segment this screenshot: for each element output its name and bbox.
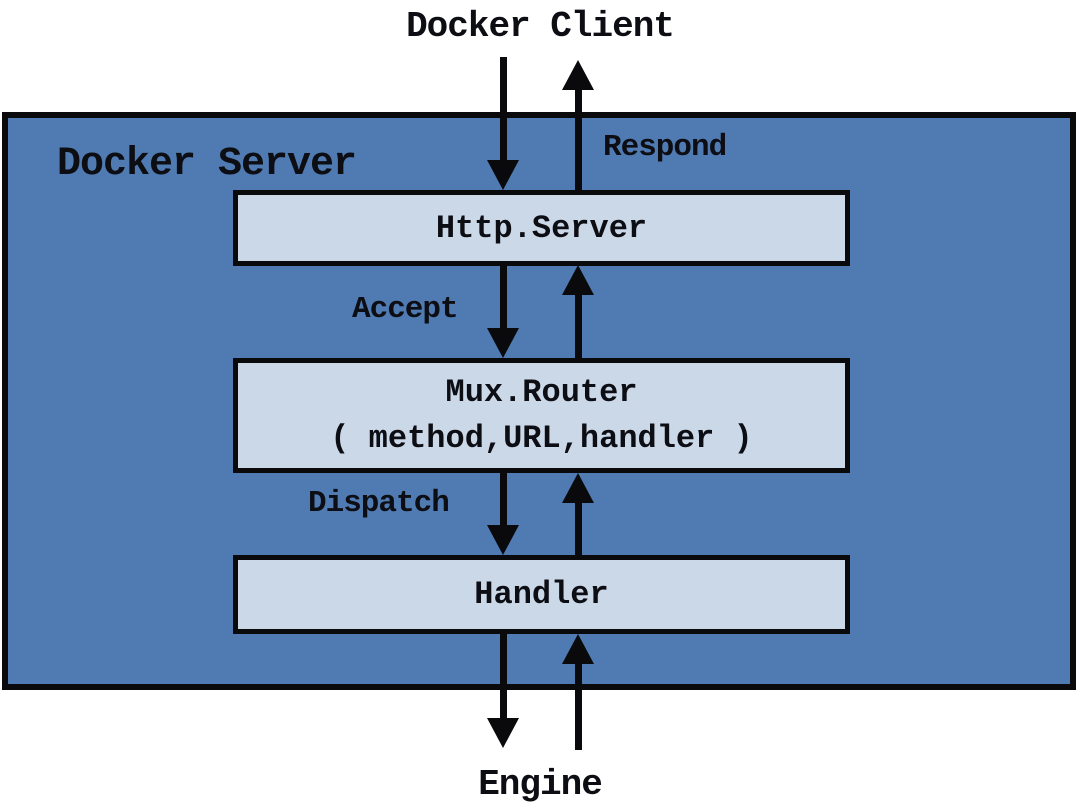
arrow-shaft [499,57,507,160]
arrow-muxrouter-to-httpserver-icon [562,265,594,358]
arrowhead-down-icon [487,525,519,555]
arrow-handler-to-muxrouter-icon [562,473,594,555]
arrowhead-down-icon [487,160,519,190]
arrow-httpserver-to-client-icon [562,60,594,190]
arrow-httpserver-to-muxrouter-icon [487,265,519,358]
arrow-shaft [499,633,507,718]
arrowhead-up-icon [562,473,594,503]
arrowhead-down-icon [487,328,519,358]
edge-label-accept: Accept [352,292,459,327]
arrowhead-up-icon [562,265,594,295]
node-http-server-label: Http.Server [435,209,648,247]
docker-server-title: Docker Server [57,142,357,187]
node-handler-label: Handler [474,576,609,613]
arrowhead-down-icon [487,718,519,748]
engine-label: Engine [478,764,603,805]
arrow-shaft [499,473,507,525]
arrow-shaft [499,265,507,328]
arrow-shaft [574,295,582,358]
arrow-shaft [574,90,582,190]
arrow-engine-to-handler-icon [562,634,594,750]
edge-label-respond: Respond [603,130,727,165]
arrow-muxrouter-to-handler-icon [487,473,519,555]
node-mux-router-signature: ( method,URL,handler ) [330,419,753,457]
docker-client-label: Docker Client [406,6,675,47]
node-mux-router: Mux.Router ( method,URL,handler ) [233,358,850,473]
arrow-shaft [574,503,582,555]
arrow-shaft [574,664,582,750]
arrow-client-to-httpserver-icon [487,57,519,190]
node-handler: Handler [233,555,850,634]
arrowhead-up-icon [562,60,594,90]
node-http-server: Http.Server [233,190,850,266]
arrowhead-up-icon [562,634,594,664]
edge-label-dispatch: Dispatch [308,486,450,521]
node-mux-router-label: Mux.Router [445,373,638,411]
arrow-handler-to-engine-icon [487,633,519,748]
